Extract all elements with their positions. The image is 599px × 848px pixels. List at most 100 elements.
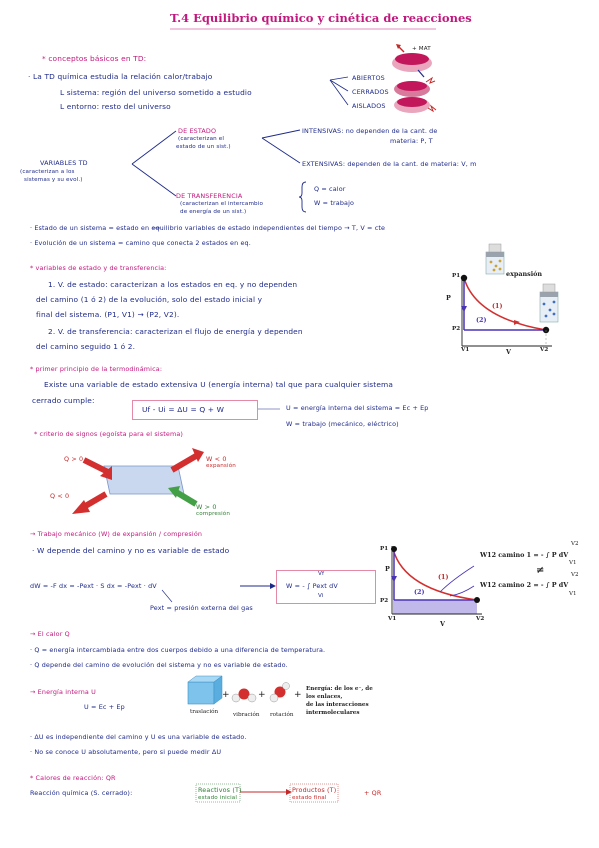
graph2-p: P <box>385 565 390 573</box>
isolated-system-icon <box>394 97 437 113</box>
var-intensivas2: materia: P, T <box>390 137 433 145</box>
var-section-a3: final del sistema. (P1, V1) → (P2, V2). <box>36 310 180 319</box>
trabajo-line1: · W depende del camino y no es variable … <box>32 546 230 555</box>
final-react: Reacción química (S. cerrado): <box>30 789 133 797</box>
estado-line2: · Evolución de un sistema = camino que c… <box>30 239 251 247</box>
formula-box <box>132 400 258 420</box>
pext-pointer <box>161 589 173 603</box>
sign-w-pos: W > 0 <box>196 503 217 511</box>
var-estado-sub2: estado de un sist.) <box>176 144 231 150</box>
energy-icons: + + + <box>187 675 302 705</box>
page-title: T.4 Equilibrio químico y cinética de rea… <box>170 11 472 25</box>
var-section-b1: 2. V. de transferencia: caracterizan el … <box>48 327 303 336</box>
intro-line3: L entorno: resto del universo <box>60 102 171 111</box>
final-reactivos-sub: estado inicial <box>198 795 238 801</box>
graph2-v1: V1 <box>388 616 397 622</box>
var-transferencia: DE TRANSFERENCIA <box>176 192 243 200</box>
final-line2: · No se conoce U absolutamente, pero si … <box>30 748 222 756</box>
graph2-lim-bot-1: V1 <box>569 560 577 566</box>
graph2-p1: P1 <box>380 546 389 552</box>
reaction-scheme <box>195 783 339 803</box>
energia-traslacion: traslación <box>190 709 219 715</box>
variables-sub2: sistemas y su evol.) <box>24 177 83 183</box>
graph2-lim-top-1: V2 <box>571 541 579 547</box>
calor-line1: · Q = energía intercambiada entre dos cu… <box>30 646 326 654</box>
variables-label: VARIABLES TD <box>40 159 88 167</box>
graph2-neq: ≠ <box>536 565 545 576</box>
sign-q-neg: Q < 0 <box>50 492 70 500</box>
trabajo-lim-f: Vf <box>318 571 325 577</box>
graph1-expansion: expansión <box>506 270 543 278</box>
final-line1: · ΔU es independiente del camino y U es … <box>30 733 247 741</box>
graph2-lim-top-2: V2 <box>571 572 579 578</box>
final-reactivos: Reactivos (T) <box>198 786 242 794</box>
intro-line1: · La TD química estudia la relación calo… <box>28 72 213 81</box>
sign-diagram <box>72 448 204 514</box>
graph2-pv-diagram <box>391 546 482 615</box>
graph1-p: P <box>446 294 451 302</box>
q-negative-arrow <box>72 491 108 514</box>
var-w: W = trabajo <box>314 199 355 207</box>
energia-desc2: los enlaces, <box>306 694 343 700</box>
graph1-v1: V1 <box>461 347 470 353</box>
trabajo-heading: → Trabajo mecánico (W) de expansión / co… <box>30 530 203 538</box>
var-intensivas: INTENSIVAS: no dependen de la cant. de <box>302 127 438 135</box>
graph2-w2: W12 camino 2 = - ∫ P dV <box>480 581 569 589</box>
graph1-path2: (2) <box>476 316 487 324</box>
graph2-lim-bot-2: V1 <box>569 591 577 597</box>
sign-w-neg-sub: expansión <box>206 463 236 469</box>
energia-heading: → Energía interna U <box>30 688 97 696</box>
energia-desc3: de las interacciones <box>306 702 369 708</box>
var-transf-sub2: de energía de un sist.) <box>180 209 247 215</box>
integral-box <box>276 570 376 604</box>
trabajo-arrowhead <box>270 583 276 589</box>
graph2-path1: (1) <box>438 573 449 581</box>
primer-criterio: * criterio de signos (egoísta para el si… <box>34 430 184 438</box>
var-q: Q = calor <box>314 185 346 193</box>
system-types-bracket <box>329 76 349 106</box>
graph2-p2: P2 <box>380 598 389 604</box>
var-transf-sub1: (caracterizan el intercambio <box>180 201 264 207</box>
q-positive-arrow <box>82 457 112 480</box>
graph2-w1: W12 camino 1 = - ∫ P dV <box>480 551 569 559</box>
sign-w-pos-sub: compresión <box>196 511 231 517</box>
graph2-path2: (2) <box>414 588 425 596</box>
variables-branches <box>131 129 307 213</box>
intro-line2: L sistema: región del universo sometido … <box>60 88 252 97</box>
graph1-path1: (1) <box>492 302 503 310</box>
graph1-v: V <box>506 348 511 356</box>
svg-text:+: + <box>222 690 230 700</box>
open-system-icon <box>392 44 432 78</box>
energia-desc4: intermoleculares <box>306 710 360 716</box>
var-section-a1: 1. V. de estado: caracterizan a los esta… <box>48 280 298 289</box>
graph1-p1: P1 <box>452 273 461 279</box>
sys-type-isolated: AISLADOS <box>352 102 386 110</box>
sign-w-neg: W < 0 <box>206 455 227 463</box>
primer-line2: cerrado cumple: <box>32 396 95 405</box>
final-heading: * Calores de reacción: QR <box>30 774 116 782</box>
final-qr: + QR <box>364 789 382 797</box>
calor-line2: · Q depende del camino de evolución del … <box>30 661 288 669</box>
graph2-v: V <box>440 620 445 628</box>
energia-rotacion: rotación <box>270 712 294 718</box>
intro-heading: * conceptos básicos en TD: <box>42 54 147 63</box>
svg-text:+: + <box>258 690 266 700</box>
mat-label: + MAT <box>412 46 431 52</box>
trabajo-dw: dW = -F dx = -Pext · S dx = -Pext · dV <box>30 582 157 590</box>
svg-text:+: + <box>294 690 302 700</box>
var-estado-sub1: (caracterizan el <box>178 136 225 142</box>
trabajo-integral: W = - ∫ Pext dV <box>286 582 338 590</box>
primer-u-def: U = energía interna del sistema = Ec + E… <box>286 404 429 412</box>
closed-system-icon <box>394 76 436 97</box>
energia-formula: U = Ec + Ep <box>84 703 125 711</box>
w-negative-arrow <box>170 448 204 473</box>
energia-desc1: Energía: de los e⁻, de <box>306 686 373 692</box>
var-section-b2: del camino seguido 1 ó 2. <box>36 342 136 351</box>
var-extensivas: EXTENSIVAS: dependen de la cant. de mate… <box>302 160 477 168</box>
variables-sub1: (caracterizan a los <box>20 169 75 175</box>
final-productos: Productos (T) <box>292 786 337 794</box>
primer-line1: Existe una variable de estado extensiva … <box>44 380 394 389</box>
graph2-v2: V2 <box>476 616 485 622</box>
